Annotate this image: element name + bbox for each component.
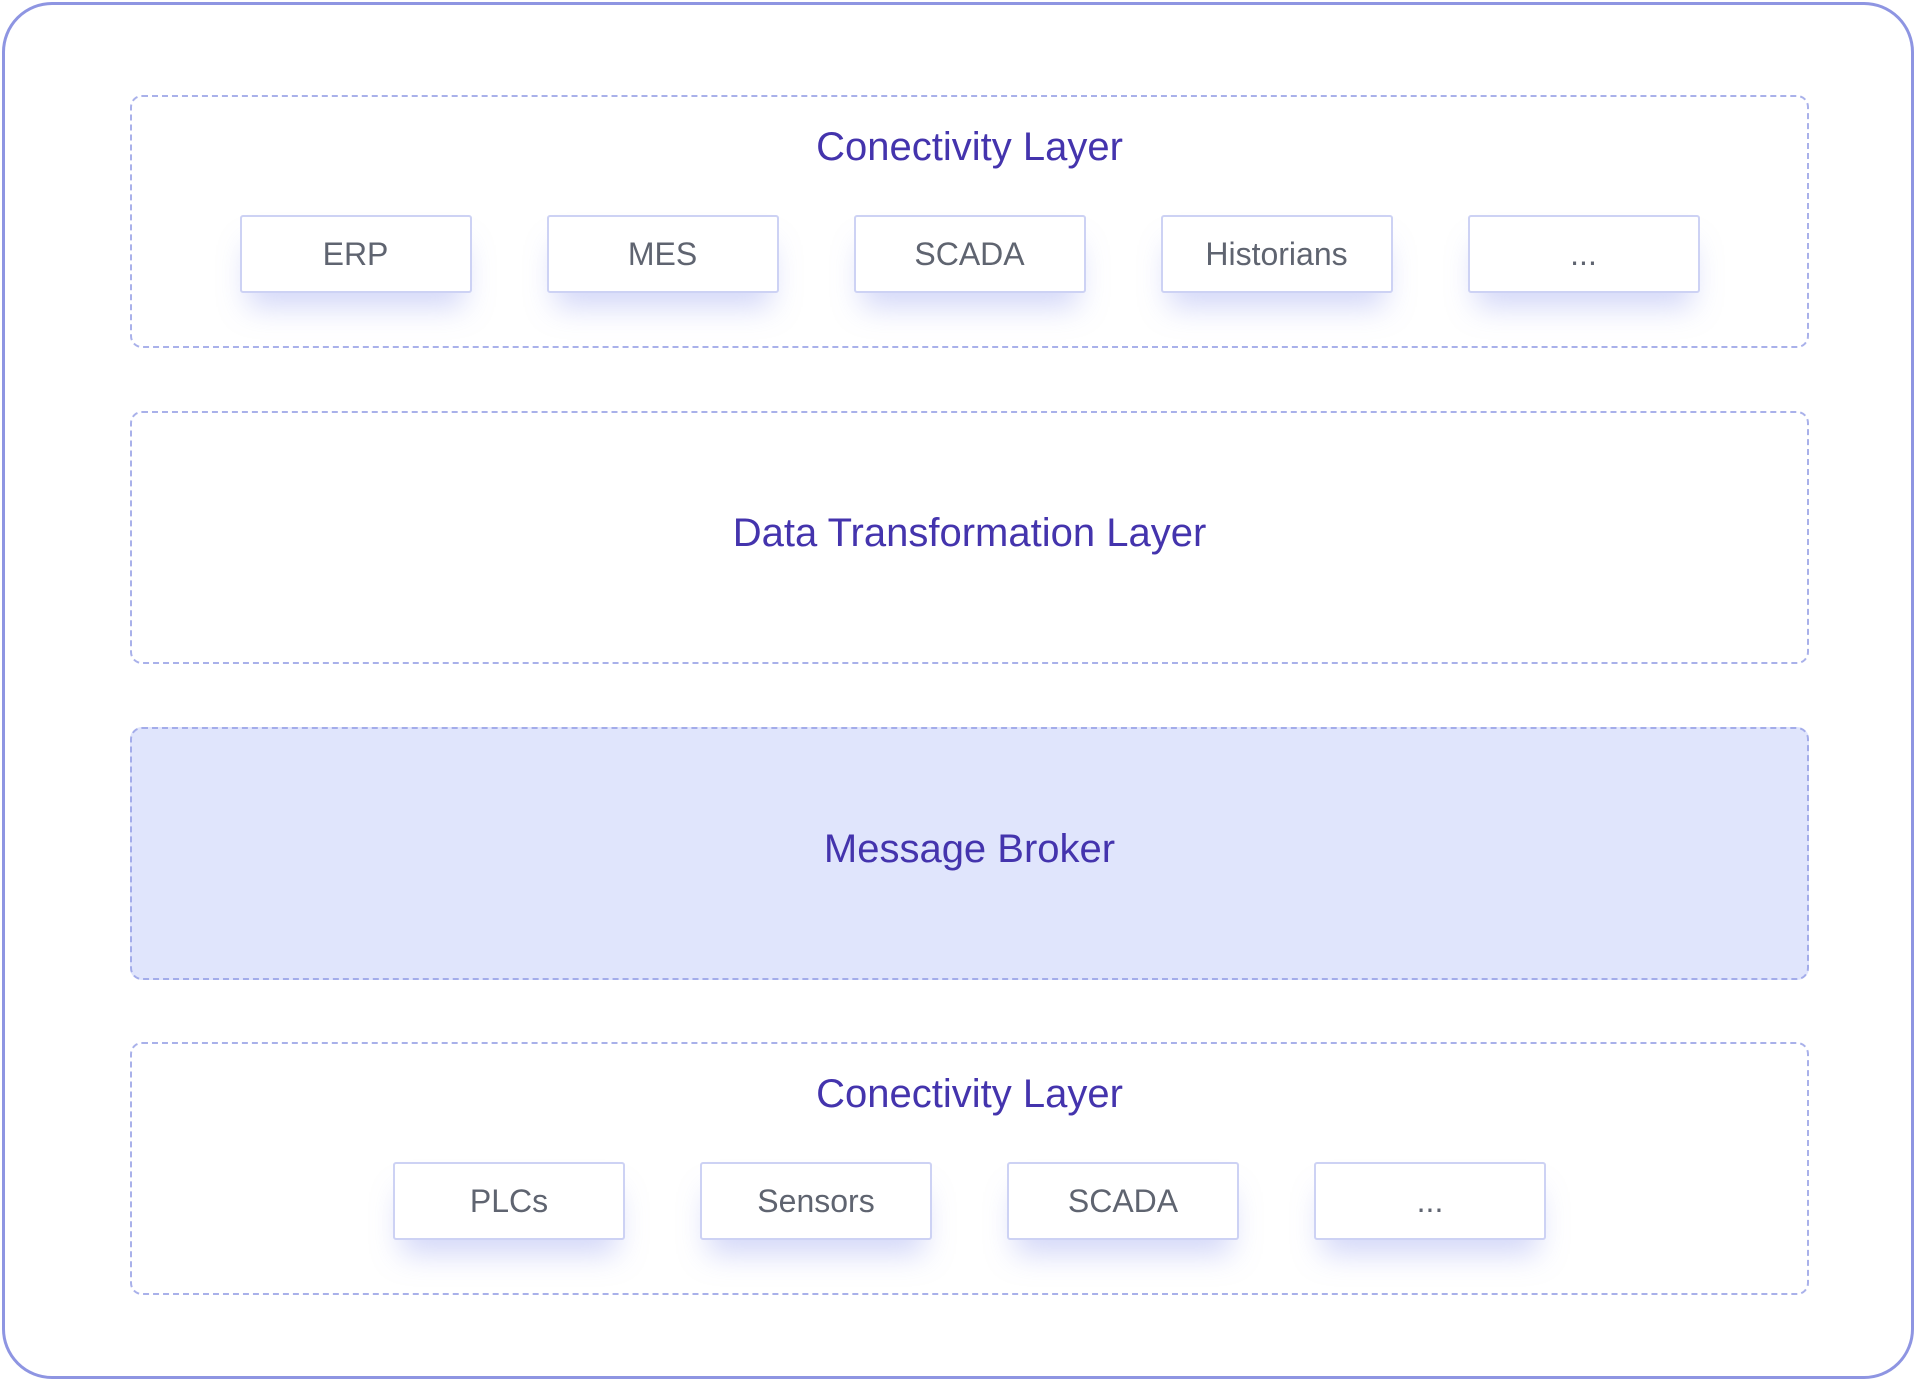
layer-title: Data Transformation Layer [732, 511, 1207, 555]
layer-title: Conectivity Layer [816, 125, 1123, 169]
layer-title: Conectivity Layer [816, 1072, 1123, 1116]
chip-more: ... [1467, 215, 1700, 293]
connectivity-layer-top: Conectivity Layer ERP MES SCADA Historia… [130, 95, 1809, 348]
chip-erp: ERP [239, 215, 472, 293]
chip-mes: MES [546, 215, 779, 293]
message-broker-layer: Message Broker [130, 727, 1809, 980]
chip-plcs: PLCs [393, 1162, 625, 1240]
layer-title: Message Broker [823, 827, 1116, 871]
connectivity-layer-bottom: Conectivity Layer PLCs Sensors SCADA ... [130, 1042, 1809, 1295]
chip-scada: SCADA [853, 215, 1086, 293]
data-transformation-layer: Data Transformation Layer [130, 411, 1809, 664]
chip-more: ... [1314, 1162, 1546, 1240]
chip-historians: Historians [1160, 215, 1393, 293]
chip-sensors: Sensors [700, 1162, 932, 1240]
chip-scada: SCADA [1007, 1162, 1239, 1240]
chip-row: PLCs Sensors SCADA ... [132, 1162, 1807, 1240]
chip-row: ERP MES SCADA Historians ... [132, 215, 1807, 293]
